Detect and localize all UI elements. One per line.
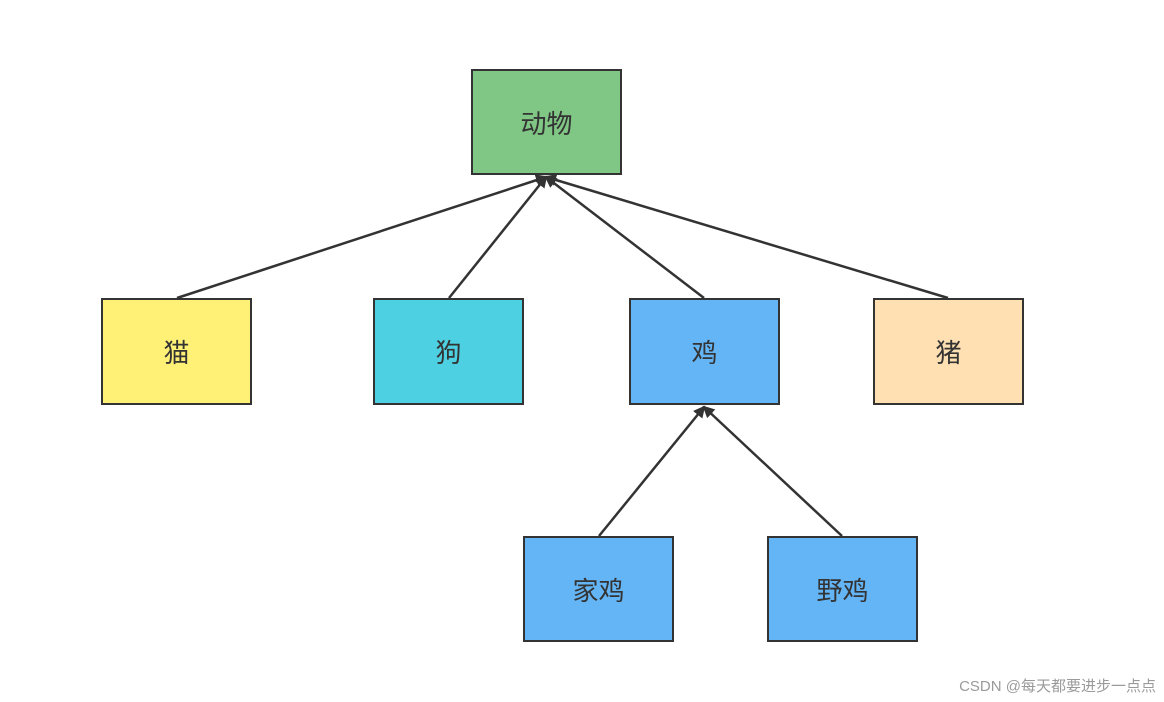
node-animal: 动物 xyxy=(471,69,622,175)
node-chicken: 鸡 xyxy=(629,298,780,405)
node-cat-label: 猫 xyxy=(163,339,190,369)
edge-chicken-to-animal xyxy=(544,175,705,299)
edge-wild-chicken-to-chicken xyxy=(702,405,843,537)
edge-domestic-chicken-to-chicken xyxy=(598,405,706,537)
edge-cat-to-animal xyxy=(176,174,548,300)
watermark: CSDN @每天都要进步一点点 xyxy=(959,678,1156,695)
node-pig-label: 猪 xyxy=(935,339,962,369)
edge-dog-to-animal xyxy=(448,175,548,299)
node-pig: 猪 xyxy=(873,298,1024,405)
node-dog: 狗 xyxy=(373,298,524,405)
node-animal-label: 动物 xyxy=(520,109,573,140)
edge-pig-to-animal xyxy=(544,174,949,300)
node-cat: 猫 xyxy=(101,298,252,405)
node-wild-chicken: 野鸡 xyxy=(767,536,918,642)
node-wild-chicken-label: 野鸡 xyxy=(816,576,869,607)
node-domestic-chicken-label: 家鸡 xyxy=(572,576,625,607)
node-dog-label: 狗 xyxy=(435,339,462,369)
node-domestic-chicken: 家鸡 xyxy=(523,536,674,642)
node-chicken-label: 鸡 xyxy=(691,339,718,369)
